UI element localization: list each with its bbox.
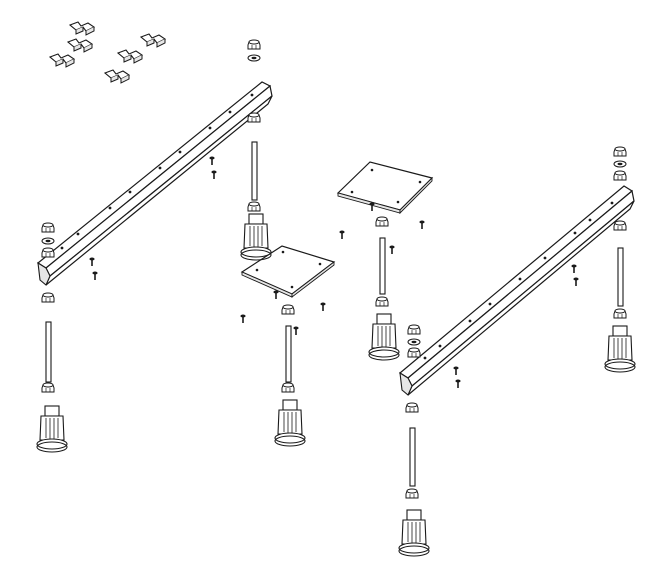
nut [247, 39, 261, 50]
screw [272, 289, 280, 300]
adjustable-foot [368, 313, 400, 361]
mounting-plate-front [240, 245, 336, 298]
nut [247, 112, 261, 123]
nut [41, 382, 55, 393]
leg-center-lower [274, 304, 306, 447]
leg-center-right [368, 216, 400, 361]
screw [368, 201, 376, 212]
washer [247, 54, 261, 62]
screw [210, 169, 218, 180]
threaded-rod [285, 325, 292, 383]
screw [338, 229, 346, 240]
wall-clip [140, 33, 166, 48]
washer [407, 338, 421, 346]
screw [88, 256, 96, 267]
screws [88, 155, 580, 389]
screw [418, 219, 426, 230]
screw [570, 263, 578, 274]
screw [208, 155, 216, 166]
nut [405, 488, 419, 499]
adjustable-foot [36, 405, 68, 453]
threaded-rod [617, 247, 624, 307]
screw [572, 276, 580, 287]
nut [613, 308, 627, 319]
screw [452, 365, 460, 376]
wall-clip [69, 21, 95, 36]
nut [41, 247, 55, 258]
wall-clips [49, 21, 166, 84]
nut [247, 201, 261, 212]
nut [41, 222, 55, 233]
threaded-rod [45, 321, 52, 383]
leg-far-right [604, 146, 636, 373]
nut [613, 146, 627, 157]
wall-clip [49, 53, 75, 68]
adjustable-foot [274, 399, 306, 447]
nut [375, 296, 389, 307]
screw [319, 301, 327, 312]
threaded-rod [251, 141, 258, 201]
adjustable-foot [240, 213, 272, 261]
adjustable-foot [398, 509, 430, 557]
screw [292, 325, 300, 336]
leg-bottom-right [398, 324, 430, 557]
wall-clip [104, 69, 130, 84]
nut [613, 170, 627, 181]
nut [613, 220, 627, 231]
wall-clip [117, 49, 143, 64]
nut [281, 304, 295, 315]
washer [613, 160, 627, 168]
mounting-plate-back [336, 161, 434, 215]
screw [388, 244, 396, 255]
nut [375, 216, 389, 227]
washer [41, 237, 55, 245]
screw [91, 270, 99, 281]
threaded-rod [409, 427, 416, 487]
rail-left [36, 81, 273, 286]
threaded-rod [379, 237, 386, 295]
screw [239, 313, 247, 324]
nut [407, 347, 421, 358]
adjustable-foot [604, 325, 636, 373]
leg-top-center [240, 39, 272, 261]
nut [407, 324, 421, 335]
nut [281, 382, 295, 393]
nut [41, 292, 55, 303]
rail-right [398, 185, 635, 396]
nut [405, 402, 419, 413]
wall-clip [67, 38, 93, 53]
screw [454, 378, 462, 389]
leg-far-left [36, 222, 68, 453]
